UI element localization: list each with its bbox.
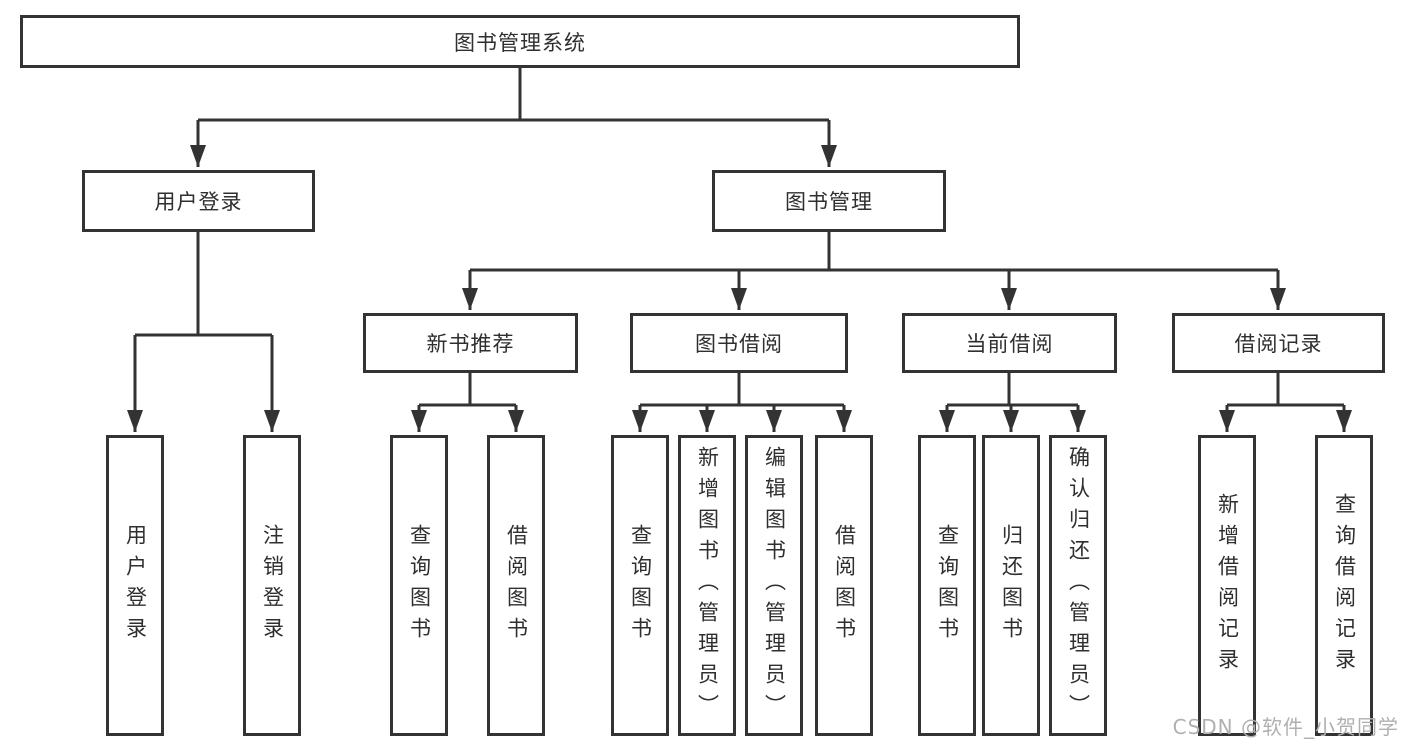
leaf-label: 编辑图书（管理员） — [762, 446, 787, 725]
node-book-management: 图书管理 — [712, 170, 946, 232]
leaf-label: 查询图书 — [628, 523, 653, 648]
node-current-borrowing: 当前借阅 — [902, 313, 1117, 373]
leaf-query-books-borrowing: 查询图书 — [611, 435, 669, 736]
leaf-add-borrow-record: 新增借阅记录 — [1198, 435, 1256, 736]
leaf-label: 借阅图书 — [504, 523, 529, 648]
leaf-borrow-books-borrowing: 借阅图书 — [815, 435, 873, 736]
leaf-logout: 注销登录 — [243, 435, 301, 736]
leaf-label: 借阅图书 — [832, 523, 857, 648]
leaf-query-books-newbook: 查询图书 — [390, 435, 448, 736]
leaf-label: 注销登录 — [260, 523, 285, 648]
leaf-borrow-books-newbook: 借阅图书 — [487, 435, 545, 736]
node-new-book-recommend: 新书推荐 — [363, 313, 578, 373]
node-user-login: 用户登录 — [82, 170, 315, 232]
leaf-user-login: 用户登录 — [106, 435, 164, 736]
leaf-label: 归还图书 — [999, 523, 1024, 648]
leaf-query-books-current: 查询图书 — [918, 435, 976, 736]
leaf-query-borrow-record: 查询借阅记录 — [1315, 435, 1373, 736]
leaf-label: 用户登录 — [123, 523, 148, 648]
leaf-add-books-admin: 新增图书（管理员） — [678, 435, 736, 736]
node-book-borrowing: 图书借阅 — [630, 313, 848, 373]
leaf-edit-books-admin: 编辑图书（管理员） — [745, 435, 803, 736]
leaf-return-books: 归还图书 — [982, 435, 1040, 736]
csdn-watermark: CSDN @软件_小贺同学 — [1172, 715, 1399, 739]
leaf-confirm-return-admin: 确认归还（管理员） — [1049, 435, 1107, 736]
leaf-label: 查询图书 — [407, 523, 432, 648]
leaf-label: 新增借阅记录 — [1215, 492, 1240, 679]
leaf-label: 确认归还（管理员） — [1066, 446, 1091, 725]
leaf-label: 新增图书（管理员） — [695, 446, 720, 725]
node-borrowing-records: 借阅记录 — [1172, 313, 1385, 373]
leaf-label: 查询图书 — [935, 523, 960, 648]
leaf-label: 查询借阅记录 — [1332, 492, 1357, 679]
node-library-management-system: 图书管理系统 — [20, 15, 1020, 68]
